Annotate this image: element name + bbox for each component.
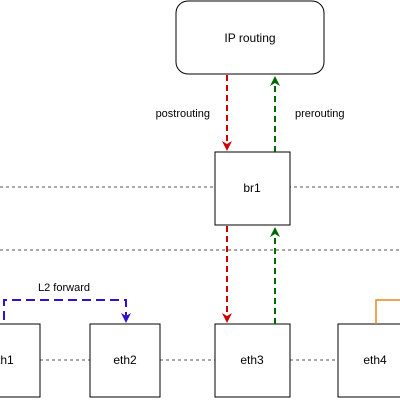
eth1-label: eth1	[0, 353, 14, 367]
eth2-label: eth2	[113, 353, 137, 367]
ip-routing-label: IP routing	[224, 31, 275, 45]
l2-forward-label: L2 forward	[38, 282, 90, 294]
l2-forward-arrow	[3, 299, 131, 323]
eth3-label: eth3	[240, 353, 264, 367]
eth2-box	[89, 323, 161, 398]
eth4-label: eth4	[363, 353, 387, 367]
br1-label: br1	[243, 181, 261, 195]
postrouting-label: postrouting	[156, 108, 210, 120]
eth4-link	[375, 299, 400, 324]
ip-routing-box	[175, 0, 325, 75]
eth4-box	[337, 323, 400, 398]
eth1-box	[0, 323, 41, 398]
eth3-box	[214, 323, 291, 398]
br1-box	[214, 151, 291, 226]
prerouting-label: prerouting	[295, 108, 345, 120]
